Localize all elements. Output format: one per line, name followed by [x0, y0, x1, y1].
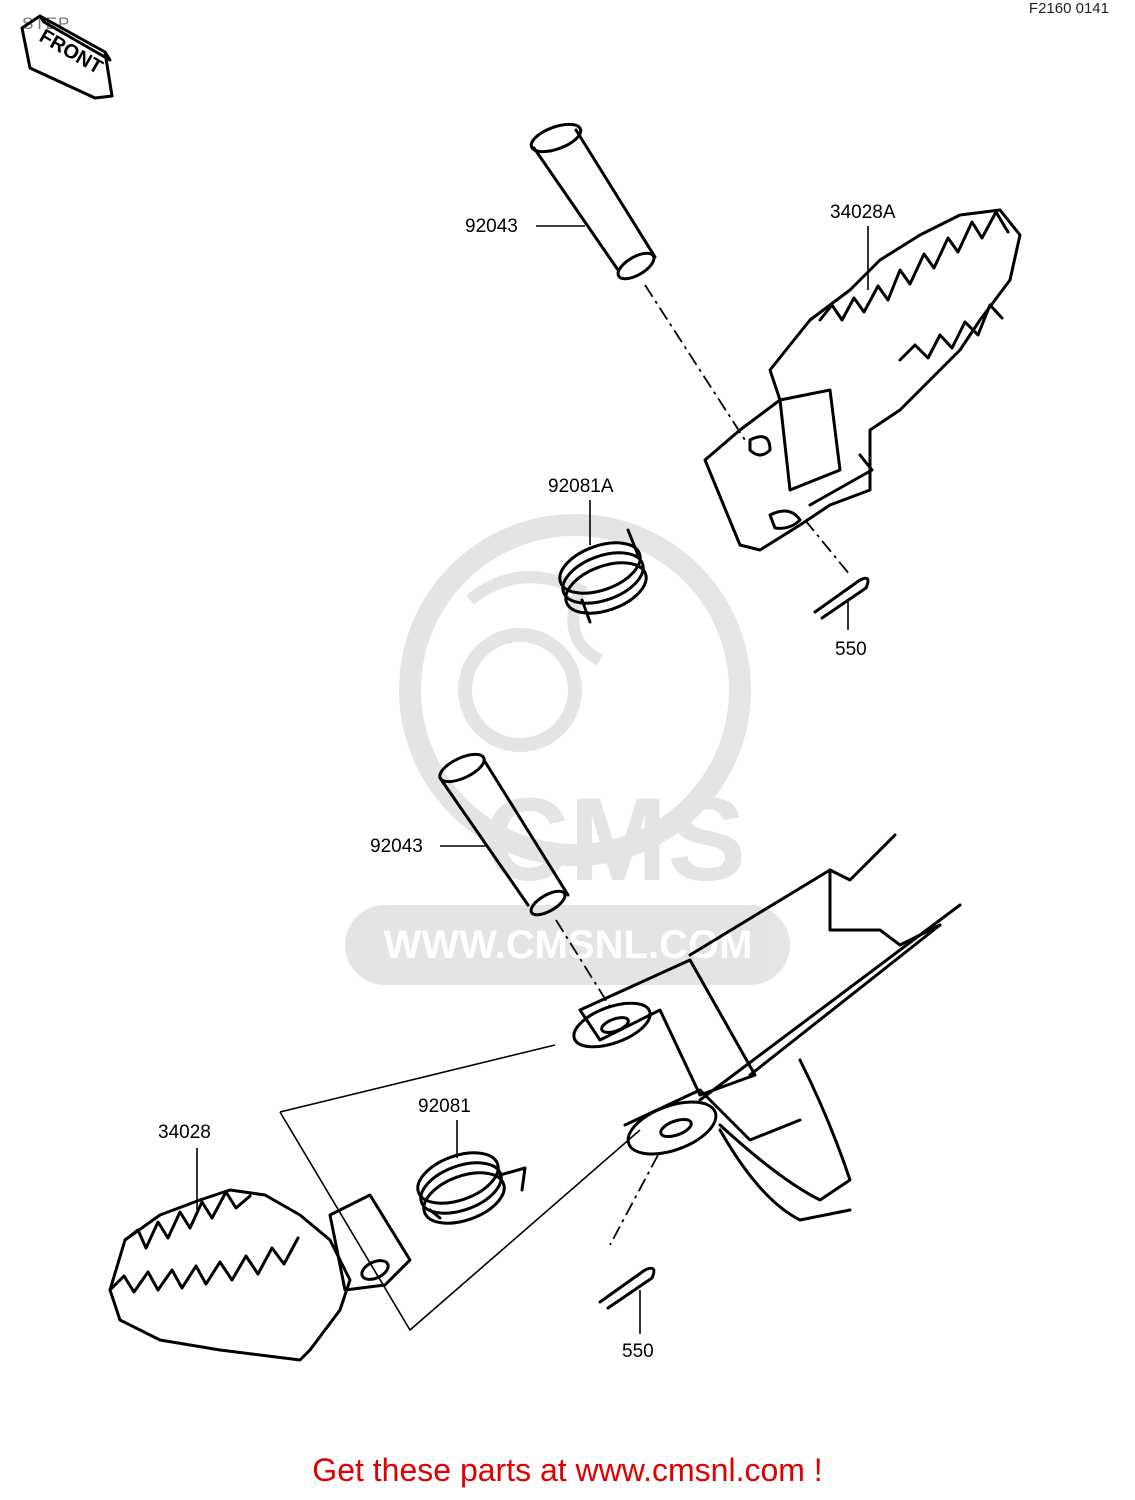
- diagram-code: F2160 0141: [1028, 0, 1109, 17]
- step-lower: [108, 1044, 641, 1362]
- callout-spring-lower: 92081: [418, 1096, 471, 1117]
- callout-step-upper: 34028A: [830, 202, 896, 223]
- cotter-lower: [598, 1154, 659, 1310]
- footer-promo[interactable]: Get these parts at www.cmsnl.com !: [312, 1452, 823, 1488]
- callout-step-lower: 34028: [158, 1122, 211, 1143]
- callout-cotter-lower: 550: [622, 1341, 654, 1362]
- frame-bracket: [572, 833, 962, 1222]
- watermark-brand: CMS: [484, 774, 746, 906]
- parts-diagram: WWW.CMSNL.COM CMS FRONT 92043 34028A 920…: [20, 14, 1022, 1362]
- spring-lower: [416, 1151, 527, 1225]
- callout-spring-upper: 92081A: [548, 476, 614, 497]
- pin-lower: [438, 752, 613, 1011]
- cotter-upper: [804, 519, 870, 620]
- step-upper: [703, 208, 1022, 552]
- watermark-url: WWW.CMSNL.COM: [384, 923, 753, 967]
- callout-pin-upper: 92043: [465, 216, 518, 237]
- spring-upper: [558, 528, 648, 624]
- callout-pin-lower: 92043: [370, 836, 423, 857]
- front-marker: FRONT: [20, 14, 114, 100]
- callout-cotter-upper: 550: [835, 639, 867, 660]
- pin-upper: [529, 122, 746, 441]
